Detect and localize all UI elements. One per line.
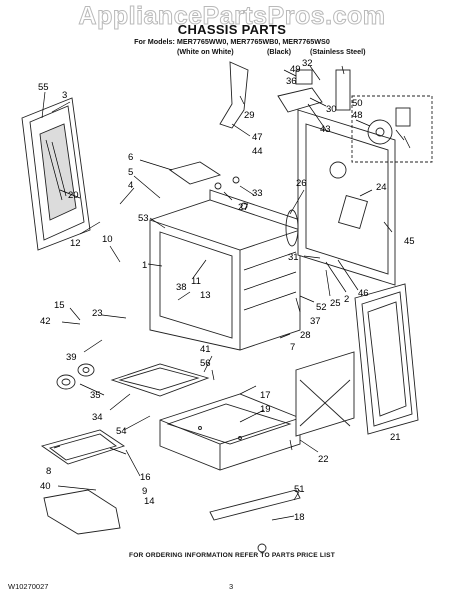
callout-14: 41: [200, 344, 211, 355]
model-numbers: For Models: MER7765WW0, MER7765WB0, MER7…: [134, 37, 330, 46]
callout-51: 22: [318, 454, 329, 465]
watermark: AppliancePartsPros.com: [78, 2, 386, 31]
callout-54: 54: [116, 426, 127, 437]
callout-13: 13: [200, 290, 211, 301]
callout-10: 10: [102, 234, 113, 245]
callout-1: 1: [142, 260, 147, 271]
oven-cavity: [149, 189, 301, 351]
callout-12: 12: [70, 238, 81, 249]
callout-8: 8: [46, 466, 51, 477]
callout-2: 46: [358, 288, 369, 299]
callout-40a: 40: [40, 481, 51, 492]
callout-21: 7: [290, 342, 295, 353]
convection-fan: [351, 95, 433, 163]
callout-16: 16: [140, 472, 151, 483]
callout-18: 51: [294, 484, 305, 495]
callout-23: 23: [92, 308, 103, 319]
callout-39a: 39: [66, 352, 77, 363]
callout-50: 48: [352, 110, 363, 121]
callout-40b: 9: [142, 486, 147, 497]
callout-25: 2: [344, 294, 349, 305]
callout-44: 29: [244, 110, 255, 121]
callout-19: 18: [294, 512, 305, 523]
callout-30: 36: [286, 76, 297, 87]
storage-drawer: [159, 393, 301, 471]
back-panel: [285, 109, 396, 286]
callout-22: 21: [390, 432, 401, 443]
callout-15: 15: [54, 300, 65, 311]
callout-17: 19: [260, 404, 271, 415]
callout-28: 37: [310, 316, 321, 327]
door-lock-assembly: [219, 61, 351, 129]
document-number: W10270027: [8, 582, 49, 591]
callout-46: 31: [288, 252, 299, 263]
callout-27: 33: [252, 188, 263, 199]
bake-element: [40, 429, 127, 465]
variant-black: (Black): [267, 47, 291, 56]
oven-door-right: [354, 283, 419, 435]
vent-assembly: [168, 161, 248, 210]
callout-29: 43: [320, 124, 331, 135]
variant-stainless: (Stainless Steel): [310, 47, 366, 56]
callout-11: 11: [191, 276, 201, 287]
callout-5: 5: [128, 167, 133, 178]
callout-41: 56: [200, 358, 211, 369]
callout-9: 14: [144, 496, 155, 507]
oven-door-left: [21, 97, 91, 251]
callout-55: 55: [38, 82, 49, 93]
ordering-info-note: FOR ORDERING INFORMATION REFER TO PARTS …: [129, 552, 335, 559]
drawer-liner: [110, 363, 210, 397]
callout-36: 32: [302, 58, 313, 69]
callout-53: 53: [138, 213, 149, 224]
callout-31: 45: [404, 236, 415, 247]
callout-42: 42: [40, 316, 51, 327]
page-number: 3: [229, 582, 234, 591]
callout-32: 49: [290, 64, 301, 75]
callout-4: 4: [128, 180, 133, 191]
callout-7: 28: [300, 330, 311, 341]
callout-34: 34: [92, 412, 103, 423]
control-knobs: [56, 363, 95, 390]
callout-labels: 55 3 20 6 5 4 53 12 10 1 11 13 38 15 42 …: [38, 58, 415, 523]
diagram-title: CHASSIS PARTS: [177, 22, 287, 37]
callout-26: 27: [238, 202, 249, 213]
callout-37: 52: [316, 302, 327, 313]
callout-35: 35: [90, 390, 101, 401]
broil-element: [43, 489, 121, 535]
callout-43: 30: [326, 104, 337, 115]
callout-33: 47: [252, 132, 263, 143]
callout-56: 17: [260, 390, 271, 401]
callout-45: 24: [376, 182, 387, 193]
callout-3a: 3: [62, 90, 67, 101]
drawer-slide-rail: [209, 489, 301, 553]
callout-47: 44: [252, 146, 263, 157]
callout-52: 25: [330, 298, 341, 309]
callout-6: 6: [128, 152, 133, 163]
variant-white: (White on White): [177, 47, 234, 56]
callout-24: 26: [296, 178, 307, 189]
callout-38a: 38: [176, 282, 187, 293]
lower-access-panel: [295, 351, 355, 437]
leader-lines: [41, 65, 411, 521]
callout-49: 50: [352, 98, 363, 109]
callout-20: 20: [68, 190, 79, 201]
